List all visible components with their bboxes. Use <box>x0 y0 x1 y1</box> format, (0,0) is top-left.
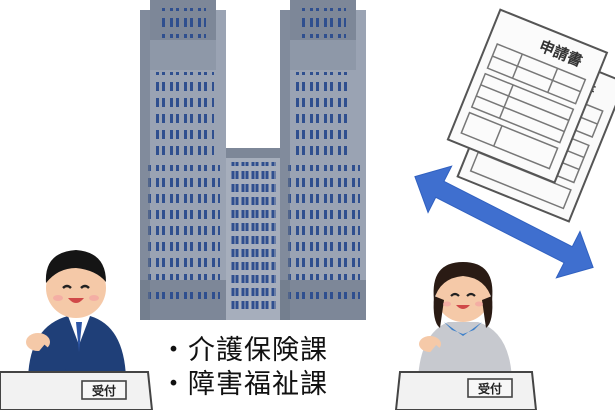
reception-desk-icon <box>0 371 154 410</box>
desk-sign-left: 受付 <box>92 383 116 398</box>
building-icon <box>140 0 366 320</box>
clerk-female-icon <box>418 262 512 380</box>
department-list: ・介護保険課 ・障害福祉課 <box>160 334 360 402</box>
form-icon: 書 申請書 <box>446 8 615 223</box>
double-arrow-icon <box>414 165 594 279</box>
desk-sign-right: 受付 <box>478 381 502 396</box>
department-item-kaigo: ・介護保険課 <box>160 335 328 366</box>
department-item-shogai: ・障害福祉課 <box>160 369 328 400</box>
reception-desk-icon <box>394 371 538 410</box>
clerk-male-icon <box>26 250 126 378</box>
